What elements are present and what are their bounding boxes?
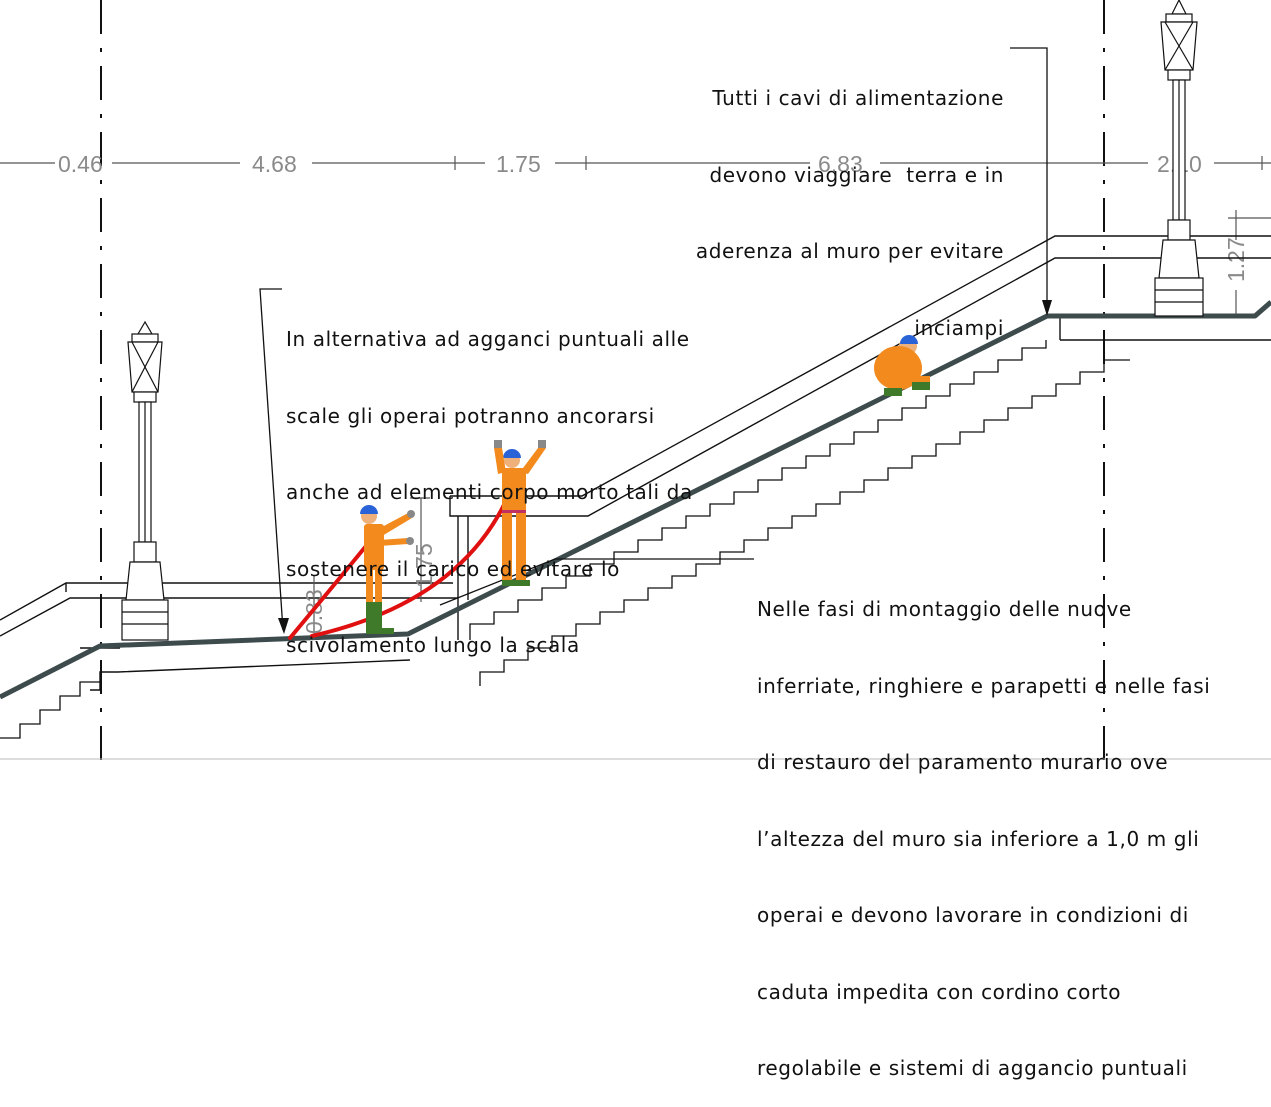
right-vertical-dimension bbox=[1228, 210, 1271, 318]
worker-arms-up bbox=[494, 440, 546, 586]
parapet-outline bbox=[0, 235, 1271, 691]
dimension-4-68: 4.68 bbox=[252, 151, 297, 177]
note-power-cables-line-4: inciampi bbox=[914, 315, 1004, 340]
note-power-cables-line-2: devono viaggiare terra e in bbox=[709, 162, 1004, 187]
lamp-post-left bbox=[121, 320, 169, 641]
note-power-cables-line-3: aderenza al muro per evitare bbox=[695, 239, 1004, 263]
dimension-6-83: 6.83 bbox=[818, 151, 863, 177]
note-fall-restraint-line-4: l’altezza del muro sia inferiore a 1,0 m… bbox=[757, 826, 1200, 851]
note-fall-restraint-line-3: di restauro del paramento murario ove bbox=[757, 750, 1169, 774]
note-anchoring-line-2: scale gli operai potranno ancorarsi bbox=[286, 403, 655, 428]
dimension-1-27: 1.27 bbox=[1223, 237, 1249, 282]
leader-arrowheads bbox=[278, 300, 1052, 634]
note-anchoring-alternative: In alternativa ad agganci puntuali alle … bbox=[286, 276, 693, 684]
horizontal-dimension-line bbox=[0, 156, 1271, 170]
leader-lines bbox=[259, 47, 1048, 631]
lower-left-steps bbox=[0, 681, 100, 739]
dimension-worker-1-75: 1.75 bbox=[411, 543, 437, 588]
note-anchoring-line-3: anche ad elementi corpo morto tali da bbox=[286, 480, 693, 504]
note-fall-restraint-line-2: inferriate, ringhiere e parapetti e nell… bbox=[757, 673, 1211, 698]
note-fall-restraint: Nelle fasi di montaggio delle nuove infe… bbox=[757, 546, 1210, 1107]
note-anchoring-line-5: scivolamento lungo la scala bbox=[286, 633, 580, 657]
note-fall-restraint-line-1: Nelle fasi di montaggio delle nuove bbox=[757, 597, 1132, 621]
note-fall-restraint-line-6: caduta impedita con cordino corto bbox=[757, 979, 1122, 1004]
lamp-post-right bbox=[1154, 0, 1204, 317]
note-power-cables: Tutti i cavi di alimentazione devono via… bbox=[640, 35, 1004, 367]
note-fall-restraint-line-7: regolabile e sistemi di aggancio puntual… bbox=[757, 1056, 1188, 1080]
stair-steps bbox=[469, 340, 1130, 686]
walkway-profile bbox=[0, 300, 1271, 700]
note-anchoring-line-1: In alternativa ad agganci puntuali alle bbox=[286, 327, 690, 351]
safety-lanyards bbox=[288, 480, 516, 640]
note-anchoring-line-4: sostenere il carico ed evitare lo bbox=[286, 556, 620, 581]
note-power-cables-line-1: Tutti i cavi di alimentazione bbox=[712, 86, 1004, 110]
worker-pointing bbox=[360, 505, 415, 634]
stair-section-drawing: 0.46 4.68 1.75 6.83 2.10 1.27 bbox=[0, 0, 1271, 765]
note-fall-restraint-line-5: operai e devono lavorare in condizioni d… bbox=[757, 903, 1189, 927]
dimension-1-75: 1.75 bbox=[496, 151, 541, 177]
worker-crouching bbox=[874, 335, 930, 396]
dimension-0-46: 0.46 bbox=[58, 151, 103, 177]
